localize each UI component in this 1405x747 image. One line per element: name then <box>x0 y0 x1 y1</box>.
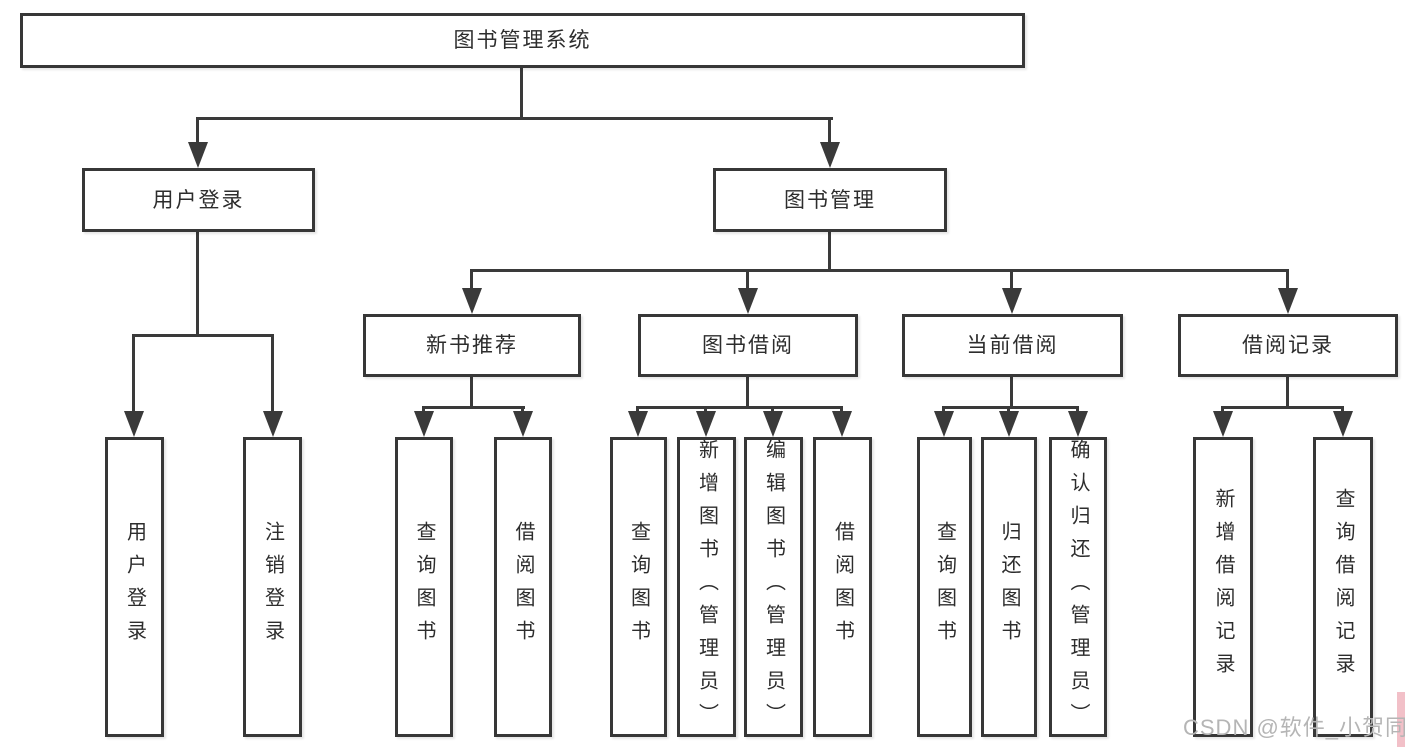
node-root: 图书管理系统 <box>20 13 1025 68</box>
leaf-label: 新增借阅记录 <box>1212 488 1234 686</box>
connector-book-management-down <box>828 232 831 271</box>
leaf-label: 借阅图书 <box>512 521 534 653</box>
arrow-down-icon <box>1333 411 1353 437</box>
connector-stub <box>521 406 524 414</box>
leaf-label: 借阅图书 <box>831 521 854 653</box>
leaf-label: 确认归还（管理员） <box>1067 438 1089 736</box>
connector-logout-leaf-drop <box>271 334 274 413</box>
leaf-label: 注销登录 <box>261 521 284 653</box>
connector-user-login-down <box>196 232 199 336</box>
node-user-login-label: 用户登录 <box>152 188 245 212</box>
connector-stub <box>771 406 774 414</box>
connector-current-borrow-bar <box>942 406 1079 409</box>
arrow-down-icon <box>1002 288 1022 314</box>
node-new-book-recommend: 新书推荐 <box>363 314 581 377</box>
leaf-add-books-admin: 新增图书（管理员） <box>677 437 736 737</box>
leaf-label: 查询图书 <box>933 521 956 653</box>
arrow-down-icon <box>263 411 283 437</box>
leaf-query-books-borrowing: 查询图书 <box>610 437 667 737</box>
arrow-down-icon <box>763 411 783 437</box>
watermark: CSDN @软件_小贺同学 <box>1183 715 1405 740</box>
connector-new-book-down <box>470 377 473 409</box>
arrow-down-icon <box>1068 411 1088 437</box>
connector-stub <box>704 406 707 414</box>
connector-stub <box>1007 406 1010 414</box>
leaf-query-books-recommend: 查询图书 <box>395 437 453 737</box>
node-current-borrowing: 当前借阅 <box>902 314 1123 377</box>
connector-records-down <box>1286 377 1289 409</box>
connector-stub <box>636 406 639 414</box>
leaf-edit-books-admin: 编辑图书（管理员） <box>744 437 803 737</box>
leaf-logout: 注销登录 <box>243 437 302 737</box>
node-root-label: 图书管理系统 <box>453 29 592 52</box>
arrow-down-icon <box>414 411 434 437</box>
node-book-borrowing-label: 图书借阅 <box>702 334 794 357</box>
leaf-query-books-current: 查询图书 <box>917 437 972 737</box>
arrow-down-icon <box>820 142 840 168</box>
leaf-label: 查询图书 <box>627 521 650 653</box>
connector-new-book-drop <box>470 269 473 291</box>
leaf-return-books: 归还图书 <box>981 437 1037 737</box>
arrow-down-icon <box>462 288 482 314</box>
arrow-down-icon <box>188 142 208 168</box>
leaf-borrow-books-recommend: 借阅图书 <box>494 437 552 737</box>
leaf-user-login: 用户登录 <box>105 437 164 737</box>
arrow-down-icon <box>628 411 648 437</box>
node-new-book-recommend-label: 新书推荐 <box>426 334 518 357</box>
connector-book-borrow-drop <box>746 269 749 291</box>
connector-level2-bar <box>196 117 833 120</box>
leaf-add-borrow-record: 新增借阅记录 <box>1193 437 1253 737</box>
arrow-down-icon <box>832 411 852 437</box>
connector-user-login-drop <box>196 117 199 145</box>
connector-current-borrow-drop <box>1010 269 1013 291</box>
leaf-label: 编辑图书（管理员） <box>762 438 785 736</box>
node-borrowing-records: 借阅记录 <box>1178 314 1398 377</box>
connector-new-book-bar <box>422 406 525 409</box>
connector-book-borrow-down <box>746 377 749 409</box>
connector-user-login-bar <box>132 334 274 337</box>
connector-stub <box>1076 406 1079 414</box>
connector-stub <box>1221 406 1224 414</box>
connector-stub <box>422 406 425 414</box>
arrow-down-icon <box>696 411 716 437</box>
arrow-down-icon <box>1278 288 1298 314</box>
leaf-confirm-return-admin: 确认归还（管理员） <box>1049 437 1107 737</box>
arrow-down-icon <box>738 288 758 314</box>
leaf-label: 查询借阅记录 <box>1332 488 1354 686</box>
connector-current-borrow-down <box>1010 377 1013 409</box>
connector-stub <box>942 406 945 414</box>
arrow-down-icon <box>934 411 954 437</box>
connector-records-bar <box>1221 406 1344 409</box>
watermark-pink-strip <box>1397 692 1405 747</box>
connector-stub <box>840 406 843 414</box>
node-current-borrowing-label: 当前借阅 <box>966 334 1059 357</box>
node-borrowing-records-label: 借阅记录 <box>1242 334 1334 357</box>
connector-root-down <box>520 68 523 120</box>
connector-book-management-drop <box>828 117 831 145</box>
leaf-label: 新增图书（管理员） <box>695 438 718 736</box>
arrow-down-icon <box>124 411 144 437</box>
leaf-label: 用户登录 <box>123 521 146 653</box>
connector-book-borrow-bar <box>636 406 843 409</box>
node-book-management: 图书管理 <box>713 168 947 232</box>
leaf-label: 查询图书 <box>413 521 435 653</box>
connector-login-leaf-drop <box>132 334 135 413</box>
connector-records-drop <box>1286 269 1289 291</box>
node-book-management-label: 图书管理 <box>784 188 876 212</box>
arrow-down-icon <box>999 411 1019 437</box>
node-book-borrowing: 图书借阅 <box>638 314 858 377</box>
leaf-borrow-books: 借阅图书 <box>813 437 872 737</box>
connector-level3-bar <box>470 269 1289 272</box>
arrow-down-icon <box>1213 411 1233 437</box>
node-user-login: 用户登录 <box>82 168 315 232</box>
connector-stub <box>1341 406 1344 414</box>
leaf-label: 归还图书 <box>998 521 1020 653</box>
arrow-down-icon <box>513 411 533 437</box>
leaf-query-borrow-record: 查询借阅记录 <box>1313 437 1373 737</box>
